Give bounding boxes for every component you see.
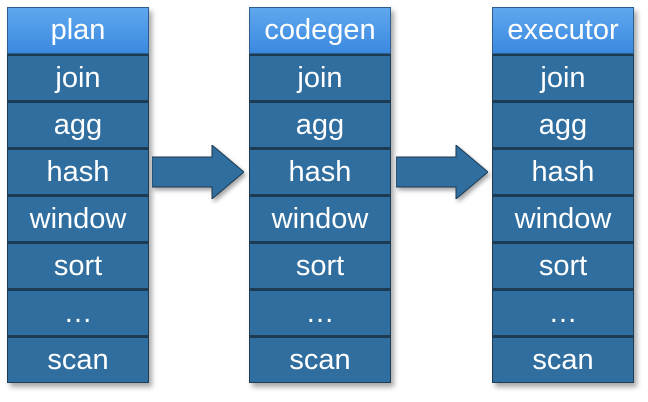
stack-cell-ellipsis: … bbox=[7, 289, 149, 336]
stack-cell-hash: hash bbox=[492, 148, 634, 195]
stack-codegen: codegen join agg hash window sort … scan bbox=[249, 7, 391, 383]
stack-executor: executor join agg hash window sort … sca… bbox=[492, 7, 634, 383]
stack-cell-scan: scan bbox=[249, 336, 391, 383]
stack-cell-join: join bbox=[7, 54, 149, 101]
stack-cell-hash: hash bbox=[249, 148, 391, 195]
stack-cell-window: window bbox=[492, 195, 634, 242]
stack-cell-window: window bbox=[7, 195, 149, 242]
stack-header: executor bbox=[492, 7, 634, 54]
stack-cell-window: window bbox=[249, 195, 391, 242]
stack-cell-join: join bbox=[492, 54, 634, 101]
stack-cell-join: join bbox=[249, 54, 391, 101]
stack-cell-sort: sort bbox=[7, 242, 149, 289]
stack-cell-ellipsis: … bbox=[249, 289, 391, 336]
right-arrow-icon bbox=[152, 145, 244, 199]
stack-cell-agg: agg bbox=[249, 101, 391, 148]
stack-cell-sort: sort bbox=[249, 242, 391, 289]
stack-cell-hash: hash bbox=[7, 148, 149, 195]
stack-cell-agg: agg bbox=[492, 101, 634, 148]
stack-header: codegen bbox=[249, 7, 391, 54]
stack-cell-scan: scan bbox=[492, 336, 634, 383]
stack-cell-scan: scan bbox=[7, 336, 149, 383]
stack-cell-agg: agg bbox=[7, 101, 149, 148]
stack-cell-ellipsis: … bbox=[492, 289, 634, 336]
stack-plan: plan join agg hash window sort … scan bbox=[7, 7, 149, 383]
right-arrow-icon bbox=[396, 145, 488, 199]
stack-cell-sort: sort bbox=[492, 242, 634, 289]
stack-header: plan bbox=[7, 7, 149, 54]
